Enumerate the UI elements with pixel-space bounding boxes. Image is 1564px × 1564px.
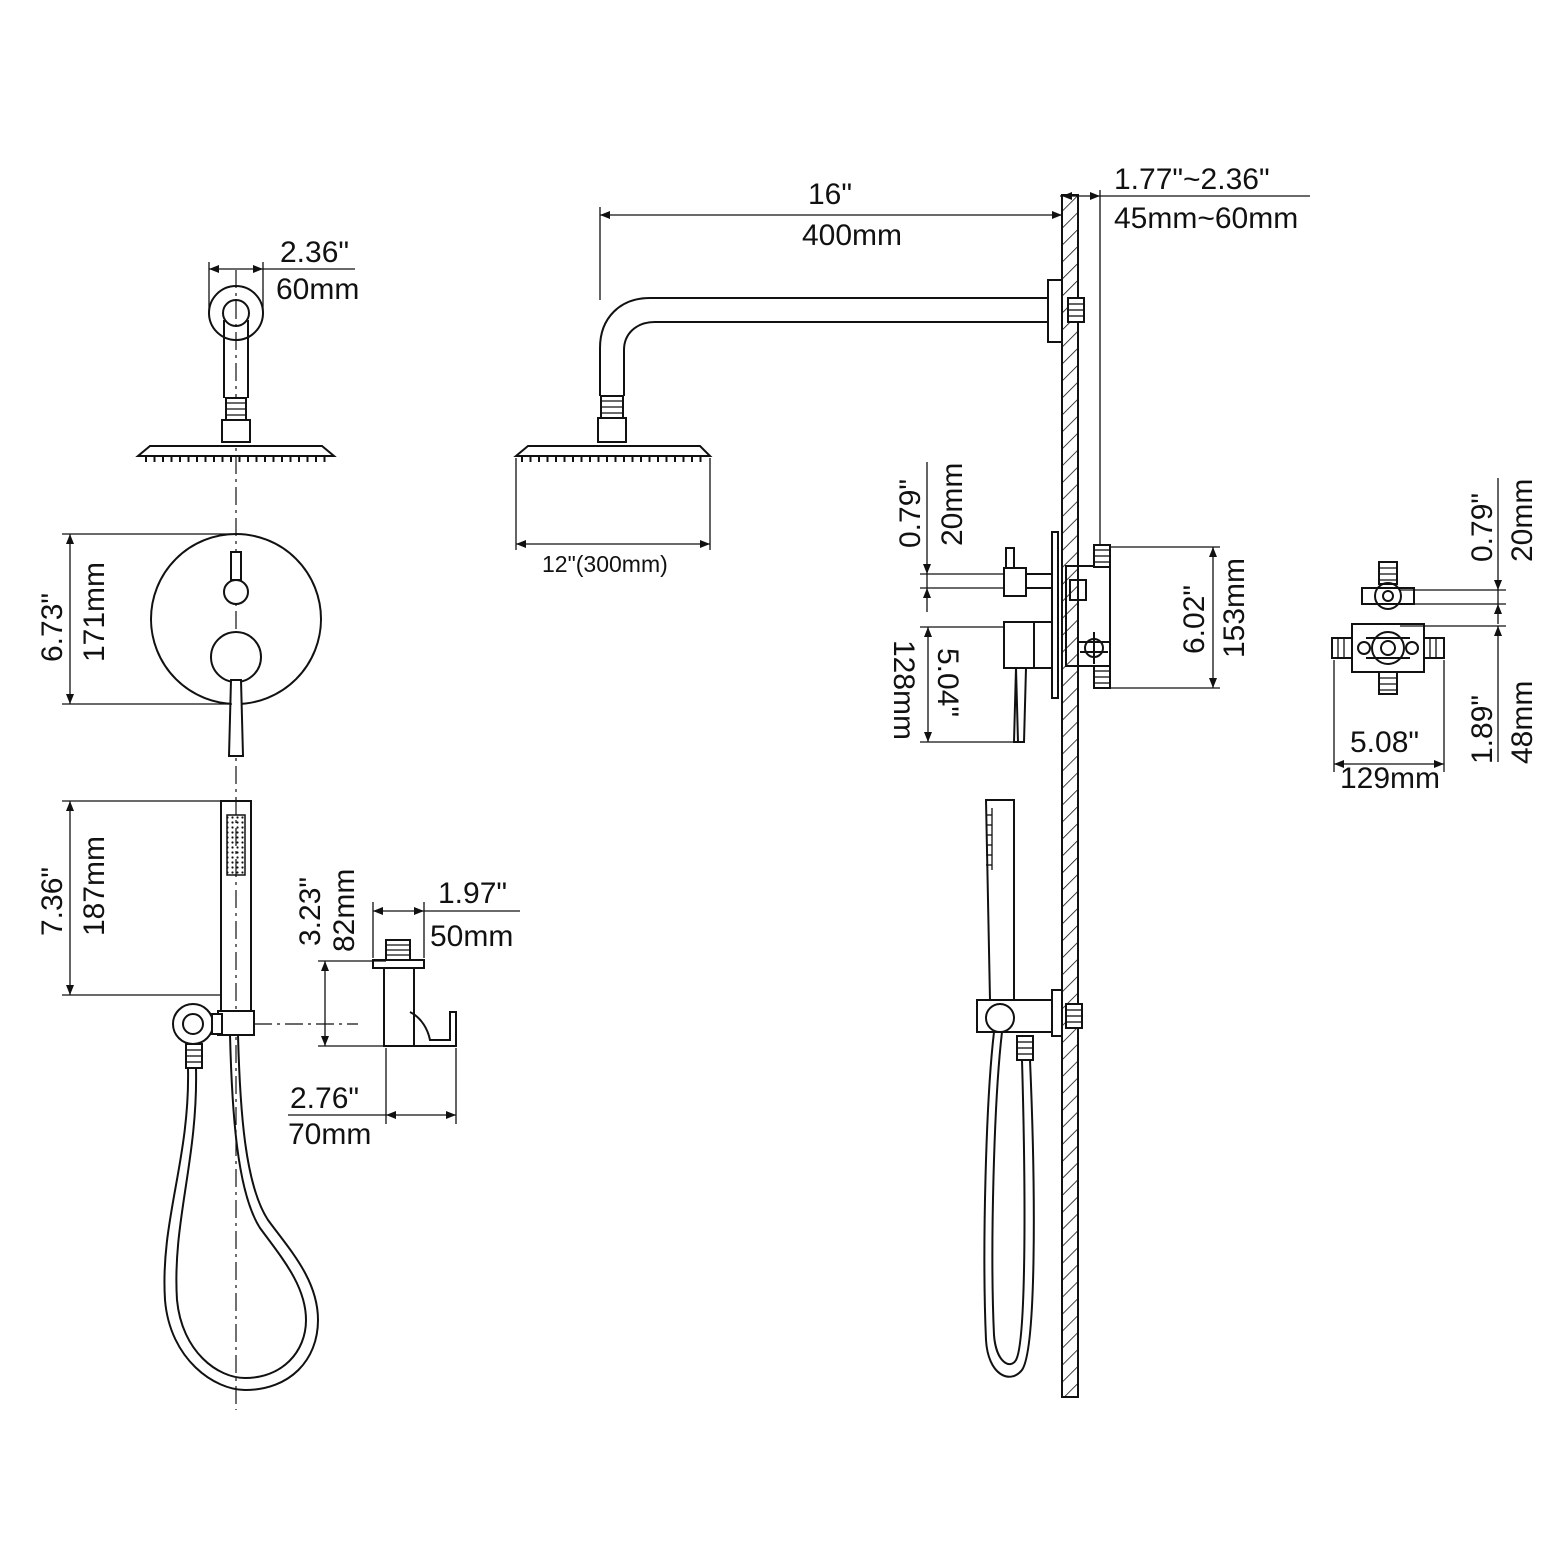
dim-panel-height: 6.73" 171mm [36, 533, 232, 705]
hose-side-outer [983, 1031, 1035, 1378]
dim-arm-length-mm: 400mm [802, 219, 902, 252]
dim-holder-width-in: 2.76" [290, 1082, 359, 1115]
dim-wall-range-mm: 45mm~60mm [1114, 202, 1298, 235]
dim-valve-offset-mm: 20mm [1506, 479, 1539, 562]
dim-holder-width: 2.76" 70mm [288, 1048, 457, 1151]
dim-handle-projection-mm: 128mm [887, 640, 920, 740]
dim-wall-range: 1.77"~2.36" 45mm~60mm [1060, 163, 1310, 545]
dim-holder-depth: 1.97" 50mm [372, 877, 520, 958]
dim-valve-offset-in: 0.79" [1466, 493, 1499, 562]
dim-valve-height: 6.02" 153mm [1110, 546, 1251, 689]
hand-shower-front [217, 800, 255, 1036]
dim-valve-drop-in: 1.89" [1466, 695, 1499, 764]
mixing-valve-side [1003, 531, 1111, 743]
dim-valve-drop: 1.89" 48mm [1400, 625, 1539, 764]
rain-head-front [135, 445, 337, 462]
hose-side-inner [991, 1031, 1026, 1366]
dim-arm-length-in: 16" [808, 178, 852, 211]
rain-head-side [513, 445, 713, 462]
dim-handle-projection-in: 5.04" [931, 648, 964, 717]
valve-trim-plate [150, 533, 322, 757]
dim-arm-length: 16" 400mm [599, 178, 1062, 300]
dim-valve-height-in: 6.02" [1178, 585, 1211, 654]
dim-valve-height-mm: 153mm [1218, 558, 1251, 658]
dim-diverter-offset: 0.79" 20mm [894, 462, 1004, 612]
dim-holder-width-mm: 70mm [288, 1118, 371, 1151]
hose-outlet-front [172, 1003, 358, 1069]
rough-in-valve: 0.79" 20mm 1.89" 48mm 5.08" 129mm [1331, 478, 1539, 795]
dim-handheld-length: 7.36" 187mm [36, 800, 220, 996]
dim-head-size: 12"(300mm) [515, 458, 711, 577]
dim-diverter-offset-in: 0.79" [894, 479, 927, 548]
wall-section [1061, 194, 1079, 1398]
dim-valve-width: 5.08" 129mm [1333, 660, 1445, 795]
shower-arm-front [221, 320, 251, 443]
dim-handheld-length-in: 7.36" [36, 867, 69, 936]
hand-shower-side [976, 799, 1083, 1061]
dim-diverter-offset-mm: 20mm [936, 463, 969, 546]
dim-arm-depth: 2.36" 60mm [208, 236, 359, 312]
front-view: 2.36" 60mm 6.73" 171mm [36, 236, 520, 1410]
hose-front-outer [163, 1034, 320, 1392]
dim-holder-depth-mm: 50mm [430, 920, 513, 953]
hand-shower-holder [372, 939, 457, 1047]
dim-holder-height: 3.23" 82mm [294, 869, 386, 1047]
dim-valve-offset: 0.79" 20mm [1400, 478, 1539, 624]
dim-valve-width-mm: 129mm [1340, 762, 1440, 795]
dim-valve-drop-mm: 48mm [1506, 681, 1539, 764]
dim-arm-depth-mm: 60mm [276, 273, 359, 306]
dim-valve-width-in: 5.08" [1350, 726, 1419, 759]
dim-wall-range-in: 1.77"~2.36" [1114, 163, 1270, 196]
dim-handheld-length-mm: 187mm [78, 836, 111, 936]
dim-arm-depth-in: 2.36" [280, 236, 349, 269]
dim-head-size-label: 12"(300mm) [542, 551, 668, 577]
shower-arm-side [597, 279, 1085, 443]
dim-panel-height-mm: 171mm [78, 562, 111, 662]
ceiling-flange-icon [208, 285, 264, 341]
dim-holder-depth-in: 1.97" [438, 877, 507, 910]
dim-holder-height-in: 3.23" [294, 877, 327, 946]
dim-handle-projection: 5.04" 128mm [887, 626, 1016, 743]
dim-holder-height-mm: 82mm [328, 869, 361, 952]
dim-panel-height-in: 6.73" [36, 593, 69, 662]
side-view: 12"(300mm) 16" 400mm 1.77"~2.36" 45mm~60… [513, 163, 1310, 1398]
hose-front-inner [175, 1034, 308, 1380]
